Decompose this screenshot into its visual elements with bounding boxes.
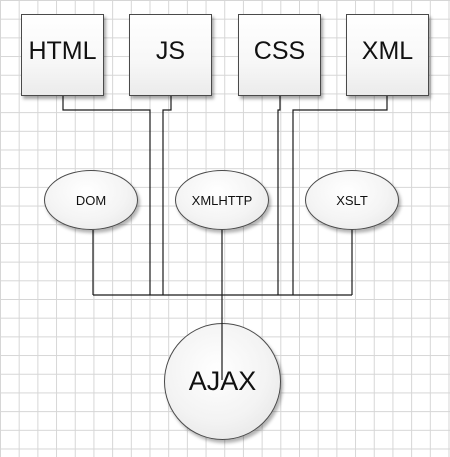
dom-oval: DOM: [44, 170, 138, 230]
connector-html: [62, 96, 151, 295]
js-label: JS: [155, 36, 186, 65]
html-box: HTML: [21, 14, 104, 96]
dom-label: DOM: [75, 192, 107, 208]
xmlhttp-oval: XMLHTTP: [175, 170, 269, 230]
xslt-label: XSLT: [336, 192, 368, 208]
css-box: CSS: [238, 14, 321, 96]
connector-css: [277, 96, 281, 295]
css-label: CSS: [253, 36, 306, 65]
connector-js: [162, 96, 172, 295]
ajax-label: AJAX: [188, 366, 257, 396]
connector-xml: [292, 96, 388, 295]
xml-box: XML: [346, 14, 429, 96]
js-box: JS: [129, 14, 212, 96]
xslt-oval: XSLT: [305, 170, 399, 230]
html-label: HTML: [28, 36, 97, 65]
xmlhttp-label: XMLHTTP: [191, 192, 253, 208]
ajax-circle: AJAX: [164, 323, 281, 440]
xml-label: XML: [361, 36, 414, 65]
